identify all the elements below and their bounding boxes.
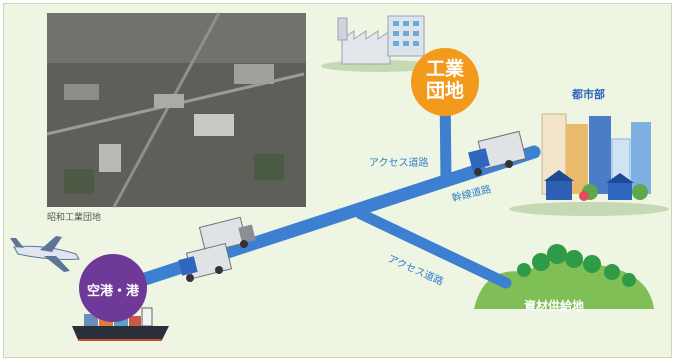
industrial-park-label-line1: 工業: [425, 58, 464, 80]
access-road-upper-label: アクセス道路: [369, 158, 429, 169]
diagram-canvas: [10, 12, 669, 341]
truck-icon: [178, 242, 233, 282]
material-supply-hill: [474, 244, 654, 309]
photo-caption: 昭和工業団地: [47, 213, 102, 223]
truck-icon: [468, 130, 527, 176]
airport-port-label: 空港・港: [86, 284, 139, 299]
city-label: 都市部: [572, 88, 605, 101]
diagram-frame: 昭和工業団地 工業 団地 空港・港 都市部 資材供給地 アクセス道路 幹線道路 …: [3, 3, 672, 358]
factory-illustration: [321, 15, 437, 72]
airport-port-circle: [79, 254, 147, 322]
access-road-lower: [355, 208, 512, 289]
airplane-icon: [10, 236, 80, 272]
industrial-park-circle: [411, 48, 479, 116]
truck-icon: [198, 216, 256, 256]
city-illustration: [509, 113, 669, 216]
aerial-photo: [46, 12, 306, 208]
materials-label: 資材供給地: [524, 299, 585, 313]
industrial-park-label: 工業 団地: [422, 58, 468, 102]
industrial-park-label-line2: 団地: [425, 80, 464, 102]
